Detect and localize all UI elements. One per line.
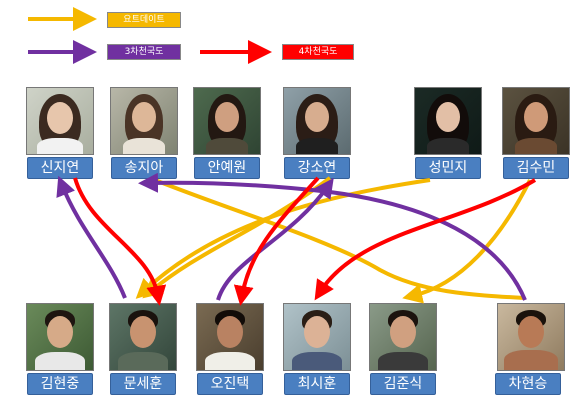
photo-man-2 [109,303,177,371]
woman-name-3: 안예원 [194,157,260,179]
photo-woman-4 [283,87,351,155]
man-name-2: 문세훈 [110,373,176,395]
legend-short-date-label: 요트데이트 [107,12,181,28]
man-name-4: 최시훈 [284,373,350,395]
legend-third-choice-label: 3차천국도 [107,44,181,60]
photo-woman-3 [193,87,261,155]
photo-man-5 [369,303,437,371]
photo-woman-5 [414,87,482,155]
photo-man-3 [196,303,264,371]
woman-name-1: 신지연 [27,157,93,179]
photo-man-4 [283,303,351,371]
man-name-1: 김현중 [27,373,93,395]
man-name-6: 차현승 [495,373,561,395]
woman-name-2: 송지아 [111,157,177,179]
woman-name-4: 강소연 [284,157,350,179]
photo-man-1 [26,303,94,371]
photo-woman-6 [502,87,570,155]
woman-name-6: 김수민 [503,157,569,179]
photo-woman-2 [110,87,178,155]
legend-fourth-choice-label: 4차천국도 [282,44,354,60]
man-name-3: 오진택 [197,373,263,395]
photo-woman-1 [26,87,94,155]
woman-name-5: 성민지 [415,157,481,179]
man-name-5: 김준식 [370,373,436,395]
photo-man-6 [497,303,565,371]
